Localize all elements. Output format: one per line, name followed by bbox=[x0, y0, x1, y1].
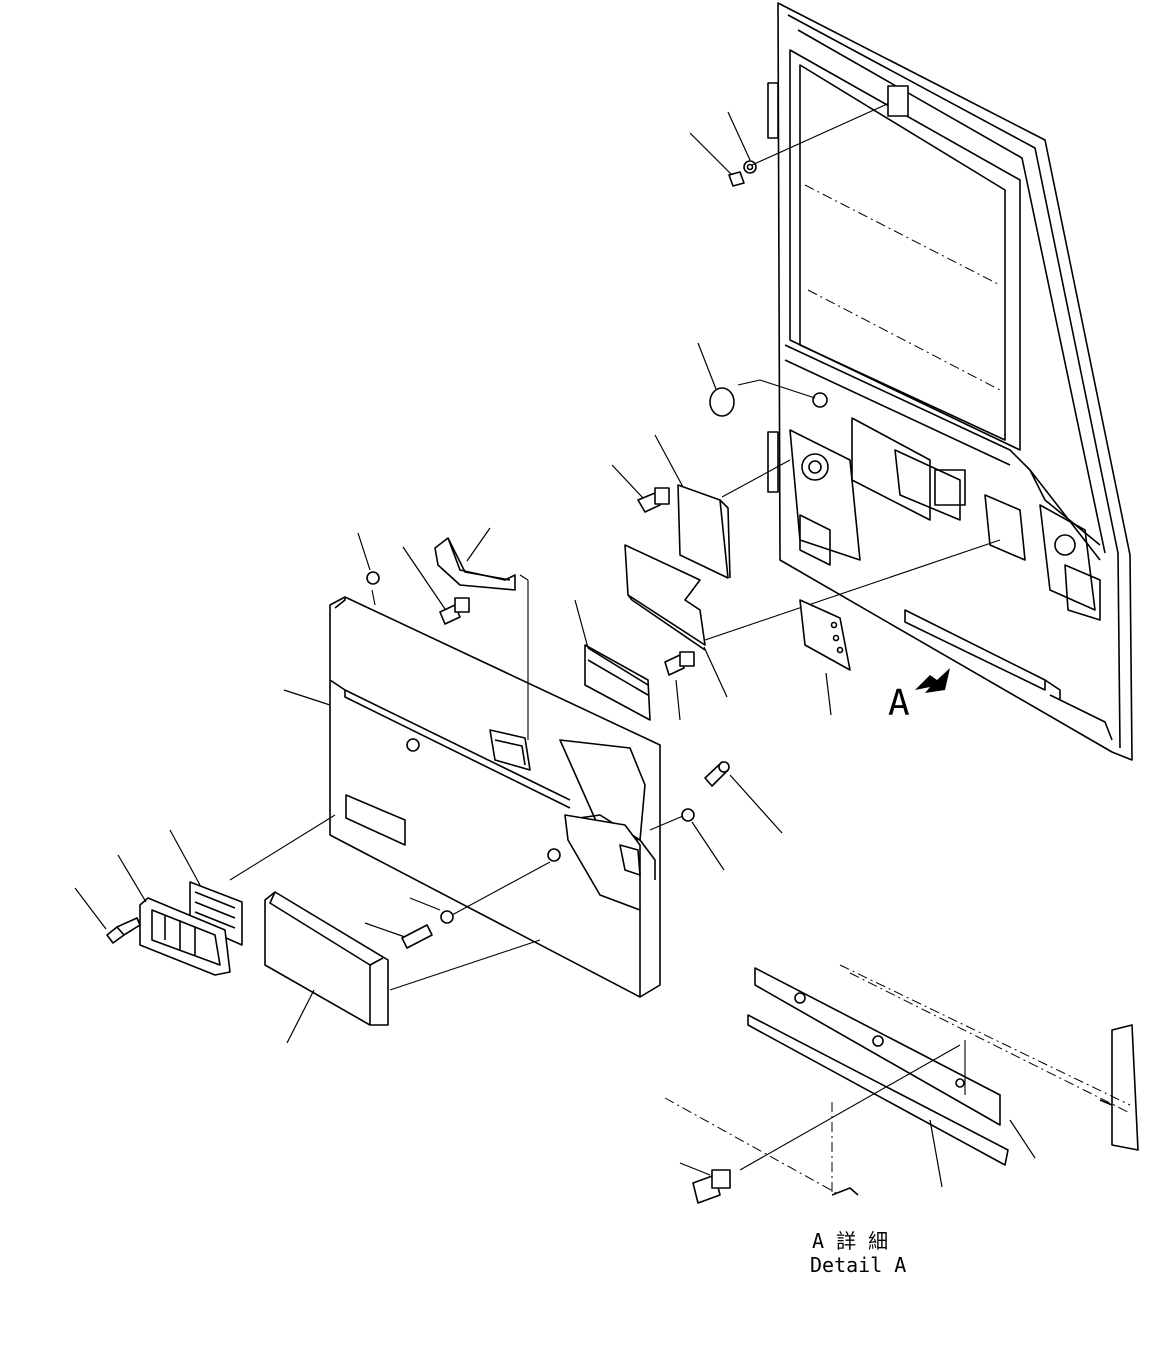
cover-plate-small bbox=[799, 599, 851, 716]
speaker-bezel bbox=[117, 854, 231, 976]
pocket-screw bbox=[364, 861, 551, 949]
map-pocket bbox=[264, 891, 541, 1044]
pull-handle bbox=[434, 527, 516, 591]
detail-a-view: A 詳 細 Detail A bbox=[664, 964, 1139, 1277]
insulation-strip bbox=[574, 599, 651, 721]
top-nut bbox=[357, 532, 380, 585]
grommet-plug bbox=[697, 342, 816, 417]
bolt-upper-mid bbox=[611, 464, 670, 513]
detail-title-en: Detail A bbox=[810, 1253, 906, 1277]
top-hinge-bolts bbox=[689, 85, 909, 187]
right-screw bbox=[649, 761, 783, 871]
door-frame: A bbox=[767, 2, 1133, 761]
inner-pad bbox=[654, 434, 791, 579]
door-trim-panel bbox=[283, 574, 661, 998]
speaker-grille bbox=[169, 829, 243, 946]
handle-screw bbox=[402, 546, 470, 625]
sheet-seal bbox=[624, 539, 1001, 651]
lower-bolt-mid bbox=[664, 646, 728, 721]
view-arrow-label: A bbox=[888, 683, 910, 724]
detail-title-jp: A 詳 細 bbox=[812, 1229, 888, 1253]
speaker-screw bbox=[74, 814, 336, 944]
